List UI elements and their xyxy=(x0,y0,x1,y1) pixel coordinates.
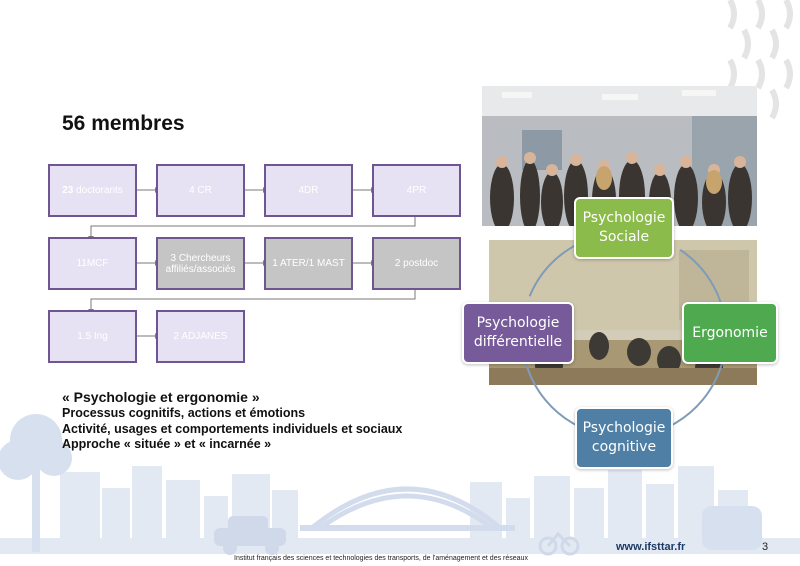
city-skyline-illustration xyxy=(0,414,800,556)
page-title: 56 membres xyxy=(62,112,185,135)
org-box-postdoc: 2 postdoc xyxy=(372,237,461,290)
org-box-doctorants: 23 doctorants xyxy=(48,164,137,217)
org-box-ater-mast: 1 ATER/1 MAST xyxy=(264,237,353,290)
org-box-cr: 4 CR xyxy=(156,164,245,217)
org-box-chercheurs: 3 Chercheurs affiliés/associés xyxy=(156,237,245,290)
themes-heading: « Psychologie et ergonomie » xyxy=(62,389,260,405)
org-box-ing: 1.5 Ing xyxy=(48,310,137,363)
theme-line: Activité, usages et comportements indivi… xyxy=(62,421,403,436)
cycle-node-psychologie-differentielle: Psychologie différentielle xyxy=(462,302,574,364)
org-box-mcf: 11MCF xyxy=(48,237,137,290)
org-box-dr: 4DR xyxy=(264,164,353,217)
website-link[interactable]: www.ifsttar.fr xyxy=(616,541,686,553)
institute-name: Institut français des sciences et techno… xyxy=(234,555,528,562)
cycle-node-psychologie-cognitive: Psychologie cognitive xyxy=(575,407,673,469)
theme-line: Processus cognitifs, actions et émotions xyxy=(62,406,306,420)
page-number: 3 xyxy=(762,541,769,553)
cycle-node-ergonomie: Ergonomie xyxy=(682,302,778,364)
research-themes: « Psychologie et ergonomie » Processus c… xyxy=(62,388,402,453)
theme-line: Approche « située » et « incarnée » xyxy=(62,437,272,451)
org-box-adjanes: 2 ADJANES xyxy=(156,310,245,363)
cycle-node-psychologie-sociale: Psychologie Sociale xyxy=(574,197,674,259)
org-box-pr: 4PR xyxy=(372,164,461,217)
